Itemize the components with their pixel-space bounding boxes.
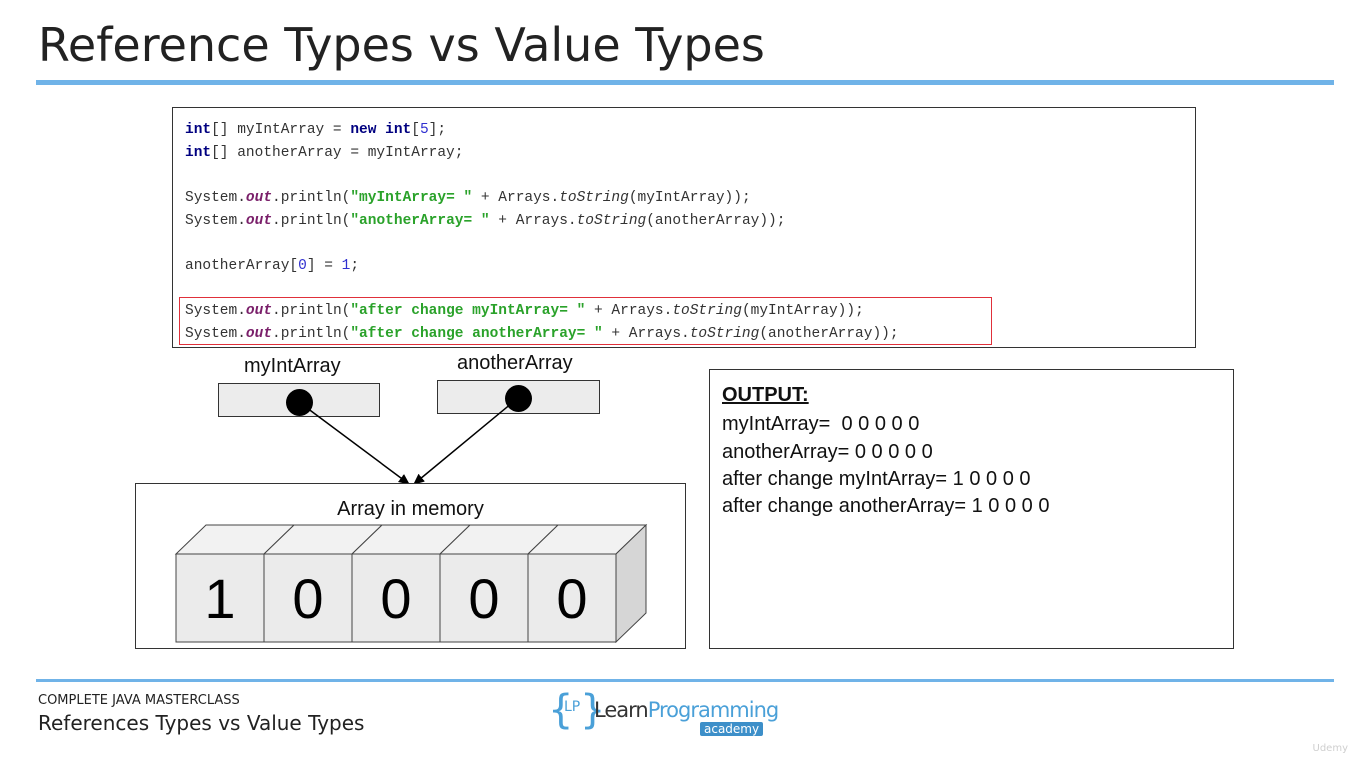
code-token: + Arrays.: [602, 326, 690, 342]
arrow-line: [413, 397, 519, 485]
cell-value: 0: [468, 567, 499, 630]
code-token: toString: [559, 190, 629, 206]
udemy-watermark: Udemy: [1312, 743, 1348, 754]
cell-value: 0: [556, 567, 587, 630]
code-token: + Arrays.: [489, 213, 577, 229]
code-line-3: System.out.println("myIntArray= " + Arra…: [185, 190, 751, 206]
code-token: (anotherArray));: [759, 326, 899, 342]
code-token: .println(: [272, 326, 351, 342]
code-line-7: System.out.println("after change another…: [185, 326, 899, 342]
ref-label-myintarray: myIntArray: [244, 355, 341, 377]
code-line-6: System.out.println("after change myIntAr…: [185, 303, 864, 319]
code-token: System.: [185, 190, 246, 206]
code-line-2: int[] anotherArray = myIntArray;: [185, 145, 463, 161]
logo-programming: Programming: [647, 698, 780, 722]
code-token: [] myIntArray =: [211, 122, 351, 138]
memory-title: Array in memory: [337, 498, 484, 520]
output-line: after change anotherArray= 1 0 0 0 0: [722, 495, 1050, 517]
code-token: toString: [689, 326, 760, 342]
cell-front: [175, 553, 265, 643]
footer-course-name: COMPLETE JAVA MASTERCLASS: [38, 693, 240, 708]
code-token: out: [245, 303, 273, 319]
learnprogramming-logo: { LP } LearnProgramming academy: [548, 690, 788, 740]
code-token: "after change anotherArray= ": [350, 326, 603, 342]
code-token: out: [245, 190, 273, 206]
code-token: .println(: [272, 190, 351, 206]
code-token: anotherArray[: [185, 258, 299, 274]
output-heading: OUTPUT:: [722, 384, 809, 406]
code-token: System.: [185, 303, 246, 319]
code-token: (myIntArray));: [741, 303, 864, 319]
cell-value: 0: [292, 567, 323, 630]
code-token: [: [411, 122, 420, 138]
code-token: (myIntArray));: [628, 190, 751, 206]
code-token: int: [185, 145, 212, 161]
code-token: System.: [185, 326, 246, 342]
code-line-5: anotherArray[0] = 1;: [185, 258, 359, 274]
code-token: ] =: [306, 258, 342, 274]
logo-brace-left: {: [548, 687, 574, 733]
output-line: myIntArray= 0 0 0 0 0: [722, 413, 920, 435]
pointer-dot: [505, 385, 532, 412]
bottom-divider: [36, 679, 1334, 682]
footer-topic: References Types vs Value Types: [38, 711, 365, 735]
code-line-4: System.out.println("anotherArray= " + Ar…: [185, 213, 785, 229]
code-token: int: [185, 122, 212, 138]
logo-learn: Learn: [594, 698, 649, 722]
code-token: (anotherArray));: [646, 213, 786, 229]
cell-front: [439, 553, 529, 643]
cell-side: [615, 523, 647, 644]
code-token: toString: [576, 213, 647, 229]
code-token: 5: [419, 122, 429, 138]
logo-brace-right: }: [580, 687, 606, 733]
code-token: 0: [298, 258, 307, 274]
logo-academy: academy: [700, 722, 764, 736]
ref-label-anotherarray: anotherArray: [457, 352, 573, 374]
code-token: + Arrays.: [585, 303, 673, 319]
code-token: int: [385, 122, 412, 138]
code-line-1: int[] myIntArray = new int[5];: [185, 122, 446, 138]
code-token: .println(: [272, 213, 351, 229]
code-token: ];: [428, 122, 447, 138]
code-token: [] anotherArray = myIntArray;: [211, 145, 464, 161]
code-token: "myIntArray= ": [350, 190, 473, 206]
cell-front: [263, 553, 353, 643]
code-token: 1: [341, 258, 351, 274]
code-token: System.: [185, 213, 246, 229]
logo-wordmark: LearnProgramming: [594, 698, 780, 722]
code-token: toString: [672, 303, 742, 319]
code-token: .println(: [272, 303, 351, 319]
code-token: out: [245, 213, 273, 229]
highlight-box: [179, 297, 992, 345]
output-line: anotherArray= 0 0 0 0 0: [722, 441, 933, 463]
code-token: + Arrays.: [472, 190, 560, 206]
cell-front: [351, 553, 441, 643]
cell-value: 1: [204, 567, 235, 630]
slide-title: Reference Types vs Value Types: [38, 18, 765, 72]
code-token: "after change myIntArray= ": [350, 303, 586, 319]
arrow-line: [298, 401, 410, 485]
code-token: out: [245, 326, 273, 342]
logo-lp: LP: [564, 699, 581, 715]
cell-value: 0: [380, 567, 411, 630]
code-token: "anotherArray= ": [350, 213, 490, 229]
output-line: after change myIntArray= 1 0 0 0 0: [722, 468, 1031, 490]
output-panel: OUTPUT: myIntArray= 0 0 0 0 0 anotherArr…: [709, 369, 1234, 649]
code-token: new: [350, 122, 377, 138]
code-listing: int[] myIntArray = new int[5]; int[] ano…: [172, 107, 1196, 348]
top-divider: [36, 80, 1334, 85]
code-token: ;: [350, 258, 360, 274]
